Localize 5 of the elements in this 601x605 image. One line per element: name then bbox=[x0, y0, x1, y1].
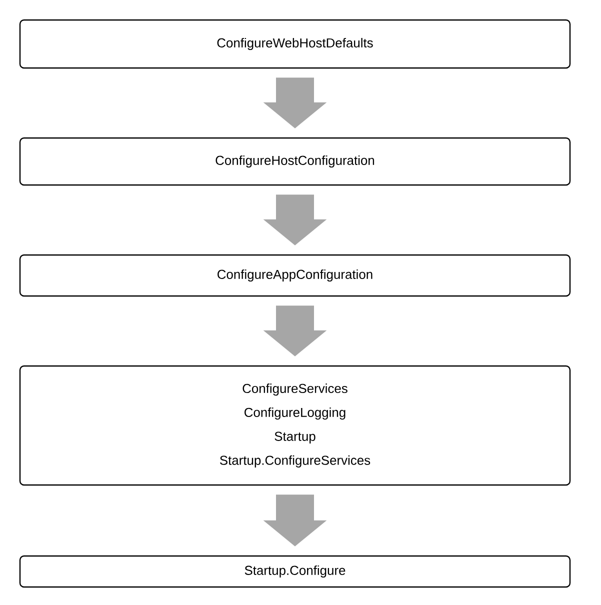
process-box: ConfigureWebHostDefaults bbox=[19, 19, 571, 69]
process-box: ConfigureServices ConfigureLogging Startup Startup.ConfigureServices bbox=[19, 365, 571, 486]
process-box: Startup.Configure bbox=[19, 555, 571, 588]
process-box: ConfigureAppConfiguration bbox=[19, 254, 571, 297]
process-box: ConfigureHostConfiguration bbox=[19, 137, 571, 186]
